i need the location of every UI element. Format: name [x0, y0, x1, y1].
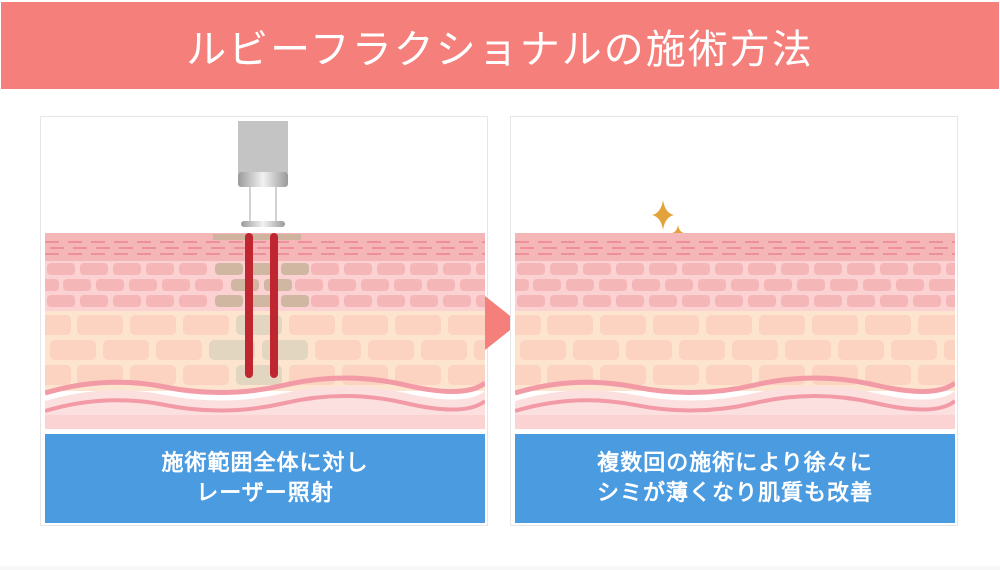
- laser-device-icon: [238, 121, 288, 227]
- caption-after: 複数回の施術により徐々に シミが薄くなり肌質も改善: [515, 434, 955, 523]
- skin-cross-section-clear: [515, 233, 955, 429]
- skin-cross-section-with-laser: [45, 233, 485, 429]
- caption-before: 施術範囲全体に対し レーザー照射: [45, 434, 485, 523]
- caption-line-2: レーザー照射: [196, 480, 334, 506]
- caption-line-1: 複数回の施術により徐々に: [597, 450, 873, 476]
- caption-line-2: シミが薄くなり肌質も改善: [596, 480, 873, 506]
- panel-after-treatment: 複数回の施術により徐々に シミが薄くなり肌質も改善: [510, 116, 958, 526]
- caption-line-1: 施術範囲全体に対し: [161, 450, 369, 476]
- title-banner: ルビーフラクショナルの施術方法: [1, 2, 999, 89]
- panel-before-treatment: 施術範囲全体に対し レーザー照射: [40, 116, 488, 526]
- page-title: ルビーフラクショナルの施術方法: [186, 26, 814, 73]
- sparkle-icon: [652, 200, 674, 230]
